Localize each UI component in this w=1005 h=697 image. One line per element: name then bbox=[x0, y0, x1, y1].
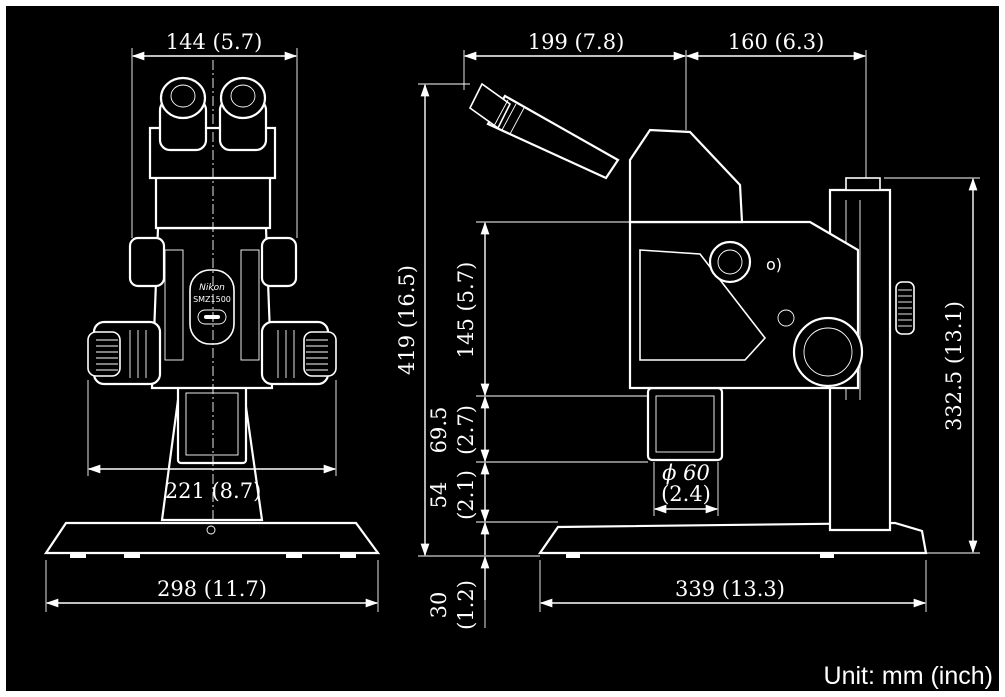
front-model-label: SMZ1500 bbox=[193, 295, 231, 304]
side-dial-symbol: o) bbox=[766, 255, 782, 274]
dim-body-height: 145 (5.7) bbox=[454, 262, 478, 359]
dim-stage-gap-in: (2.1) bbox=[454, 470, 478, 520]
side-zoom-dial bbox=[708, 240, 752, 284]
dim-total-height: 419 (16.5) bbox=[395, 265, 419, 375]
front-view: Nikon SMZ1500 144 (5.7) 221 (8.7) 298 (1… bbox=[43, 30, 381, 612]
dim-base-depth: 339 (13.3) bbox=[675, 577, 785, 601]
front-objective bbox=[176, 383, 248, 465]
front-focus-knob-right bbox=[260, 236, 298, 288]
front-focus-knob-left bbox=[128, 236, 166, 288]
dim-base-width: 298 (11.7) bbox=[157, 577, 267, 601]
side-view: o) 199 (7.8) 160 (6.3) 419 (16.5) 145 (5… bbox=[395, 30, 980, 630]
dim-lens-height: 69.5 bbox=[427, 407, 451, 454]
dim-knob-width: 221 (8.7) bbox=[165, 479, 262, 503]
dim-stage-gap: 54 bbox=[427, 482, 451, 509]
side-body-panel bbox=[639, 249, 767, 361]
dim-eyepiece-width: 144 (5.7) bbox=[166, 30, 263, 54]
side-objective bbox=[646, 386, 724, 462]
front-base-feet bbox=[70, 553, 356, 558]
front-base bbox=[43, 521, 381, 555]
dim-eyepiece-horizontal: 199 (7.8) bbox=[528, 30, 625, 54]
side-eyepiece-cup bbox=[468, 82, 512, 130]
unit-label: Unit: mm (inch) bbox=[823, 662, 993, 690]
side-base-feet bbox=[566, 553, 834, 558]
front-base-screw bbox=[206, 525, 216, 535]
dim-base-thickness: 30 bbox=[427, 592, 451, 619]
front-brand-label: Nikon bbox=[199, 283, 225, 293]
side-eyepiece-tube bbox=[486, 94, 620, 180]
dim-lens-height-in: (2.7) bbox=[454, 405, 478, 455]
dim-objective-diameter-in: (2.4) bbox=[661, 482, 711, 506]
dim-pillar-height: 332.5 (13.1) bbox=[942, 301, 966, 431]
dim-arm-horizontal: 160 (6.3) bbox=[728, 30, 825, 54]
side-lock-screw bbox=[777, 309, 795, 327]
dim-base-thickness-in: (1.2) bbox=[454, 580, 478, 630]
dim-objective-diameter: ϕ 60 bbox=[662, 461, 710, 485]
side-pillar-cap bbox=[845, 177, 881, 191]
front-label-plate bbox=[189, 269, 235, 345]
